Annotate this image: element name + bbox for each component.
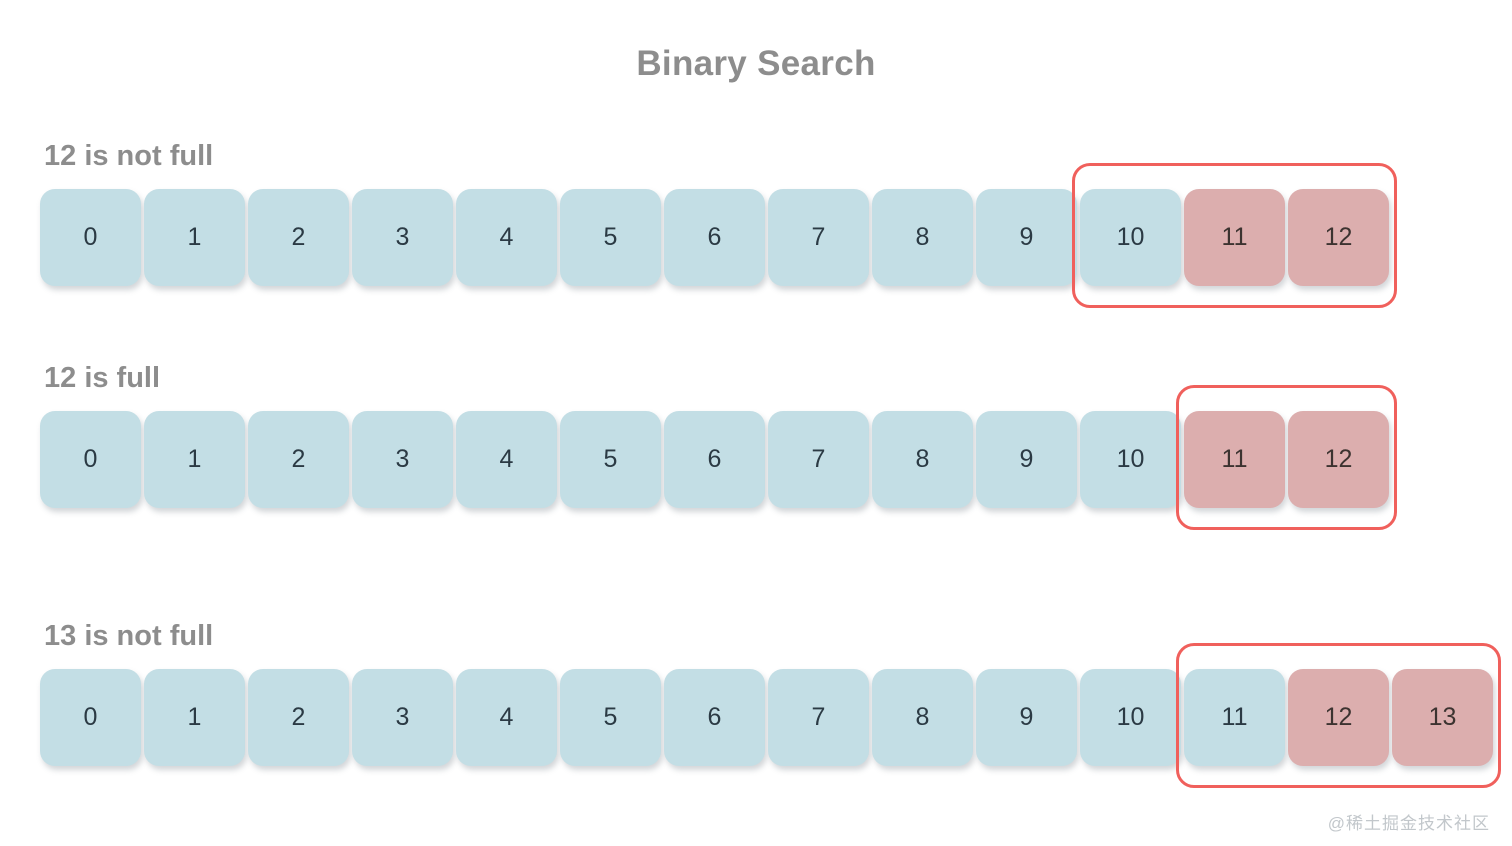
watermark: @稀土掘金技术社区 — [1327, 814, 1490, 833]
array-cell[interactable]: 7 — [768, 669, 869, 766]
array-cell[interactable]: 1 — [144, 189, 245, 286]
array-cell[interactable]: 0 — [40, 189, 141, 286]
array-cell[interactable]: 4 — [456, 669, 557, 766]
array-cell[interactable]: 11 — [1184, 669, 1285, 766]
array-cell[interactable]: 7 — [768, 411, 869, 508]
row-label: 13 is not full — [44, 620, 214, 652]
array-cell[interactable]: 3 — [352, 189, 453, 286]
array-cell[interactable]: 1 — [144, 411, 245, 508]
array-cell[interactable]: 8 — [872, 669, 973, 766]
array-cell[interactable]: 5 — [560, 669, 661, 766]
array-cell[interactable]: 2 — [248, 189, 349, 286]
array-cell[interactable]: 2 — [248, 411, 349, 508]
array-cell[interactable]: 12 — [1288, 189, 1389, 286]
array-cell[interactable]: 6 — [664, 189, 765, 286]
array-cell[interactable]: 5 — [560, 411, 661, 508]
array-cell[interactable]: 2 — [248, 669, 349, 766]
array-cell[interactable]: 6 — [664, 411, 765, 508]
array-cell[interactable]: 10 — [1080, 189, 1181, 286]
array-cell[interactable]: 5 — [560, 189, 661, 286]
array-cell[interactable]: 0 — [40, 411, 141, 508]
array-cell[interactable]: 9 — [976, 189, 1077, 286]
array-cell[interactable]: 10 — [1080, 669, 1181, 766]
row-label: 12 is not full — [44, 140, 214, 172]
array-cell[interactable]: 9 — [976, 411, 1077, 508]
array-cell[interactable]: 12 — [1288, 669, 1389, 766]
array-cell[interactable]: 4 — [456, 189, 557, 286]
array-cell[interactable]: 13 — [1392, 669, 1493, 766]
array-cell[interactable]: 11 — [1184, 411, 1285, 508]
array-cell[interactable]: 3 — [352, 411, 453, 508]
array-cell[interactable]: 1 — [144, 669, 245, 766]
array-cell[interactable]: 7 — [768, 189, 869, 286]
array-cell[interactable]: 10 — [1080, 411, 1181, 508]
array-cell[interactable]: 11 — [1184, 189, 1285, 286]
array-cell[interactable]: 6 — [664, 669, 765, 766]
array-cell[interactable]: 8 — [872, 411, 973, 508]
page-title: Binary Search — [636, 44, 876, 83]
array-cell[interactable]: 3 — [352, 669, 453, 766]
array-cell[interactable]: 4 — [456, 411, 557, 508]
array-cell[interactable]: 12 — [1288, 411, 1389, 508]
array-cell[interactable]: 9 — [976, 669, 1077, 766]
row-label: 12 is full — [44, 362, 161, 394]
array-cell[interactable]: 0 — [40, 669, 141, 766]
array-cell[interactable]: 8 — [872, 189, 973, 286]
